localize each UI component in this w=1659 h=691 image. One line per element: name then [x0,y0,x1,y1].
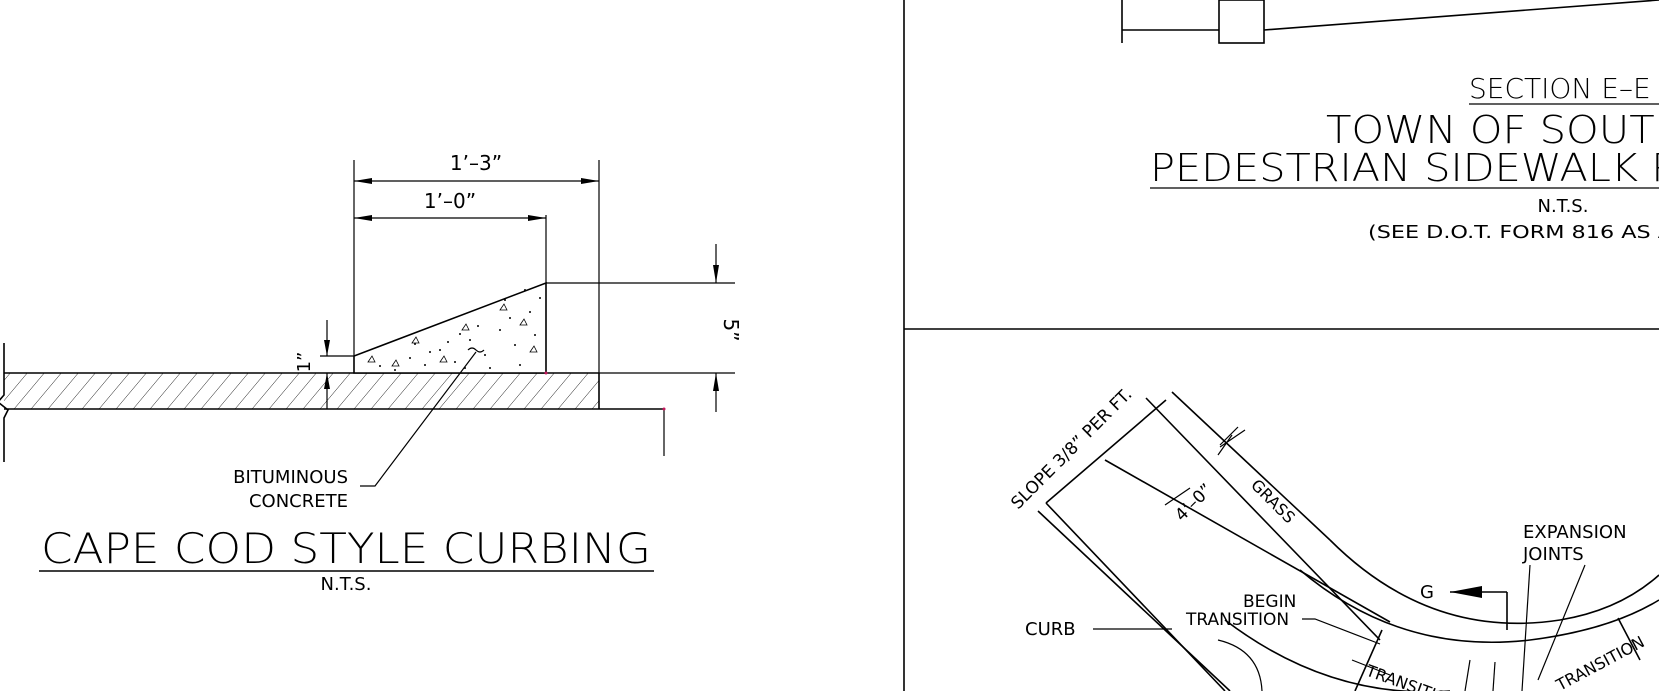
callout-concrete: CONCRETE [249,491,348,512]
concrete-stipple [367,289,541,371]
break-mark [0,343,10,462]
dim-lip: 1” [294,352,315,373]
sheet-borders [903,0,1659,691]
expansion-label-1: EXPANSION [1523,522,1627,543]
dot-form-note: (SEE D.O.T. FORM 816 AS A [1368,222,1659,243]
expansion-label-2: JOINTS [1522,544,1584,565]
detail-title: CAPE COD STYLE CURBING [41,524,651,573]
ramp-plan-detail: SLOPE 3/8” PER FT. 4’–0” GRASS EXPANSION… [1007,385,1659,691]
grass-label: GRASS [1247,475,1299,527]
cape-cod-curbing-detail: 1’–3” 1’–0” 5” 1” BITUMINOUS CONCRETE CA… [0,151,743,595]
callout-bituminous: BITUMINOUS [233,467,348,488]
callout-leader [360,351,477,487]
section-scale: N.T.S. [1538,196,1589,217]
section-e-detail: SECTION E–E TOWN OF SOUTH PEDESTRIAN SID… [1121,0,1659,243]
transition-label: TRANSITION [1185,610,1289,630]
width-label: 4’–0” [1171,480,1216,525]
dim-height: 5” [719,318,743,341]
transition-left-label: TRANSITION [1363,661,1462,691]
detail-scale: N.T.S. [321,574,372,595]
curb-label: CURB [1025,619,1076,640]
curb-profile [353,281,547,374]
dim-base-width: 1’–0” [424,189,476,213]
section-label: SECTION E–E [1469,72,1651,105]
begin-label: BEGIN [1243,592,1296,612]
pavement-hatch [4,373,599,409]
town-title: TOWN OF SOUTH [1326,108,1659,152]
transition-right-label: TRANSITION [1552,632,1648,691]
section-marker-g: G [1420,582,1434,603]
sidewalk-title: PEDESTRIAN SIDEWALK R [1150,146,1659,190]
slope-label: SLOPE 3/8” PER FT. [1007,385,1136,514]
dim-overall-width: 1’–3” [450,151,502,175]
